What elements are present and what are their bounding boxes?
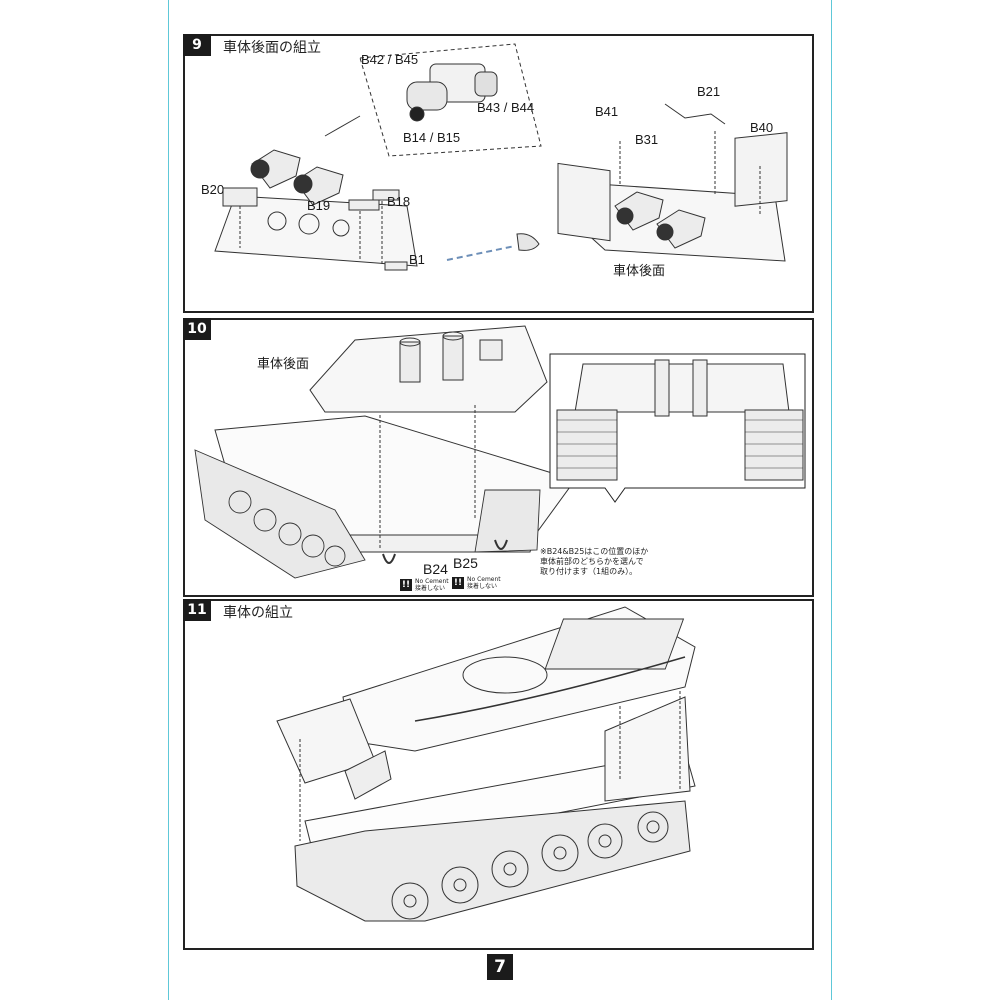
step-10-panel: 10 [183, 318, 814, 597]
page-number: 7 [487, 954, 513, 980]
rear-hull-assembly-diagram [214, 43, 788, 271]
rear-hull-label: 車体後面 [257, 357, 310, 372]
step-number: 10 [183, 318, 211, 340]
part-label: B31 [635, 132, 659, 147]
part-label: B21 [697, 84, 721, 99]
no-cement-icon: !! [452, 577, 464, 589]
hull-assembly-diagram [276, 606, 696, 922]
part-label: B24 [423, 561, 448, 577]
part-label: B41 [595, 104, 619, 119]
part-label: B18 [387, 194, 411, 209]
part-label: B40 [750, 120, 774, 135]
hull-rear-install-diagram [194, 325, 806, 579]
part-label: B43 / B44 [477, 100, 535, 115]
part-label: B1 [409, 252, 425, 267]
step-title: 車体後面の組立 [223, 40, 321, 56]
step-number: 9 [183, 34, 211, 56]
part-label: B25 [453, 555, 478, 571]
no-cement-icon: !! [400, 579, 412, 591]
rear-hull-caption: 車体後面 [613, 264, 666, 279]
step-9-panel: 9 車体後面の組立 [183, 34, 814, 313]
part-label: B19 [307, 198, 331, 213]
step-title: 車体の組立 [223, 605, 293, 621]
step-11-panel: 11 車体の組立 [183, 599, 814, 950]
step-number: 11 [183, 599, 211, 621]
part-label: B42 / B45 [361, 52, 419, 67]
part-label: B14 / B15 [403, 130, 461, 145]
attachment-note: ※B24&B25はこの位置のほか 車体前部のどちらかを選んで 取り付けます（1組… [540, 547, 649, 576]
part-label: B20 [201, 182, 225, 197]
